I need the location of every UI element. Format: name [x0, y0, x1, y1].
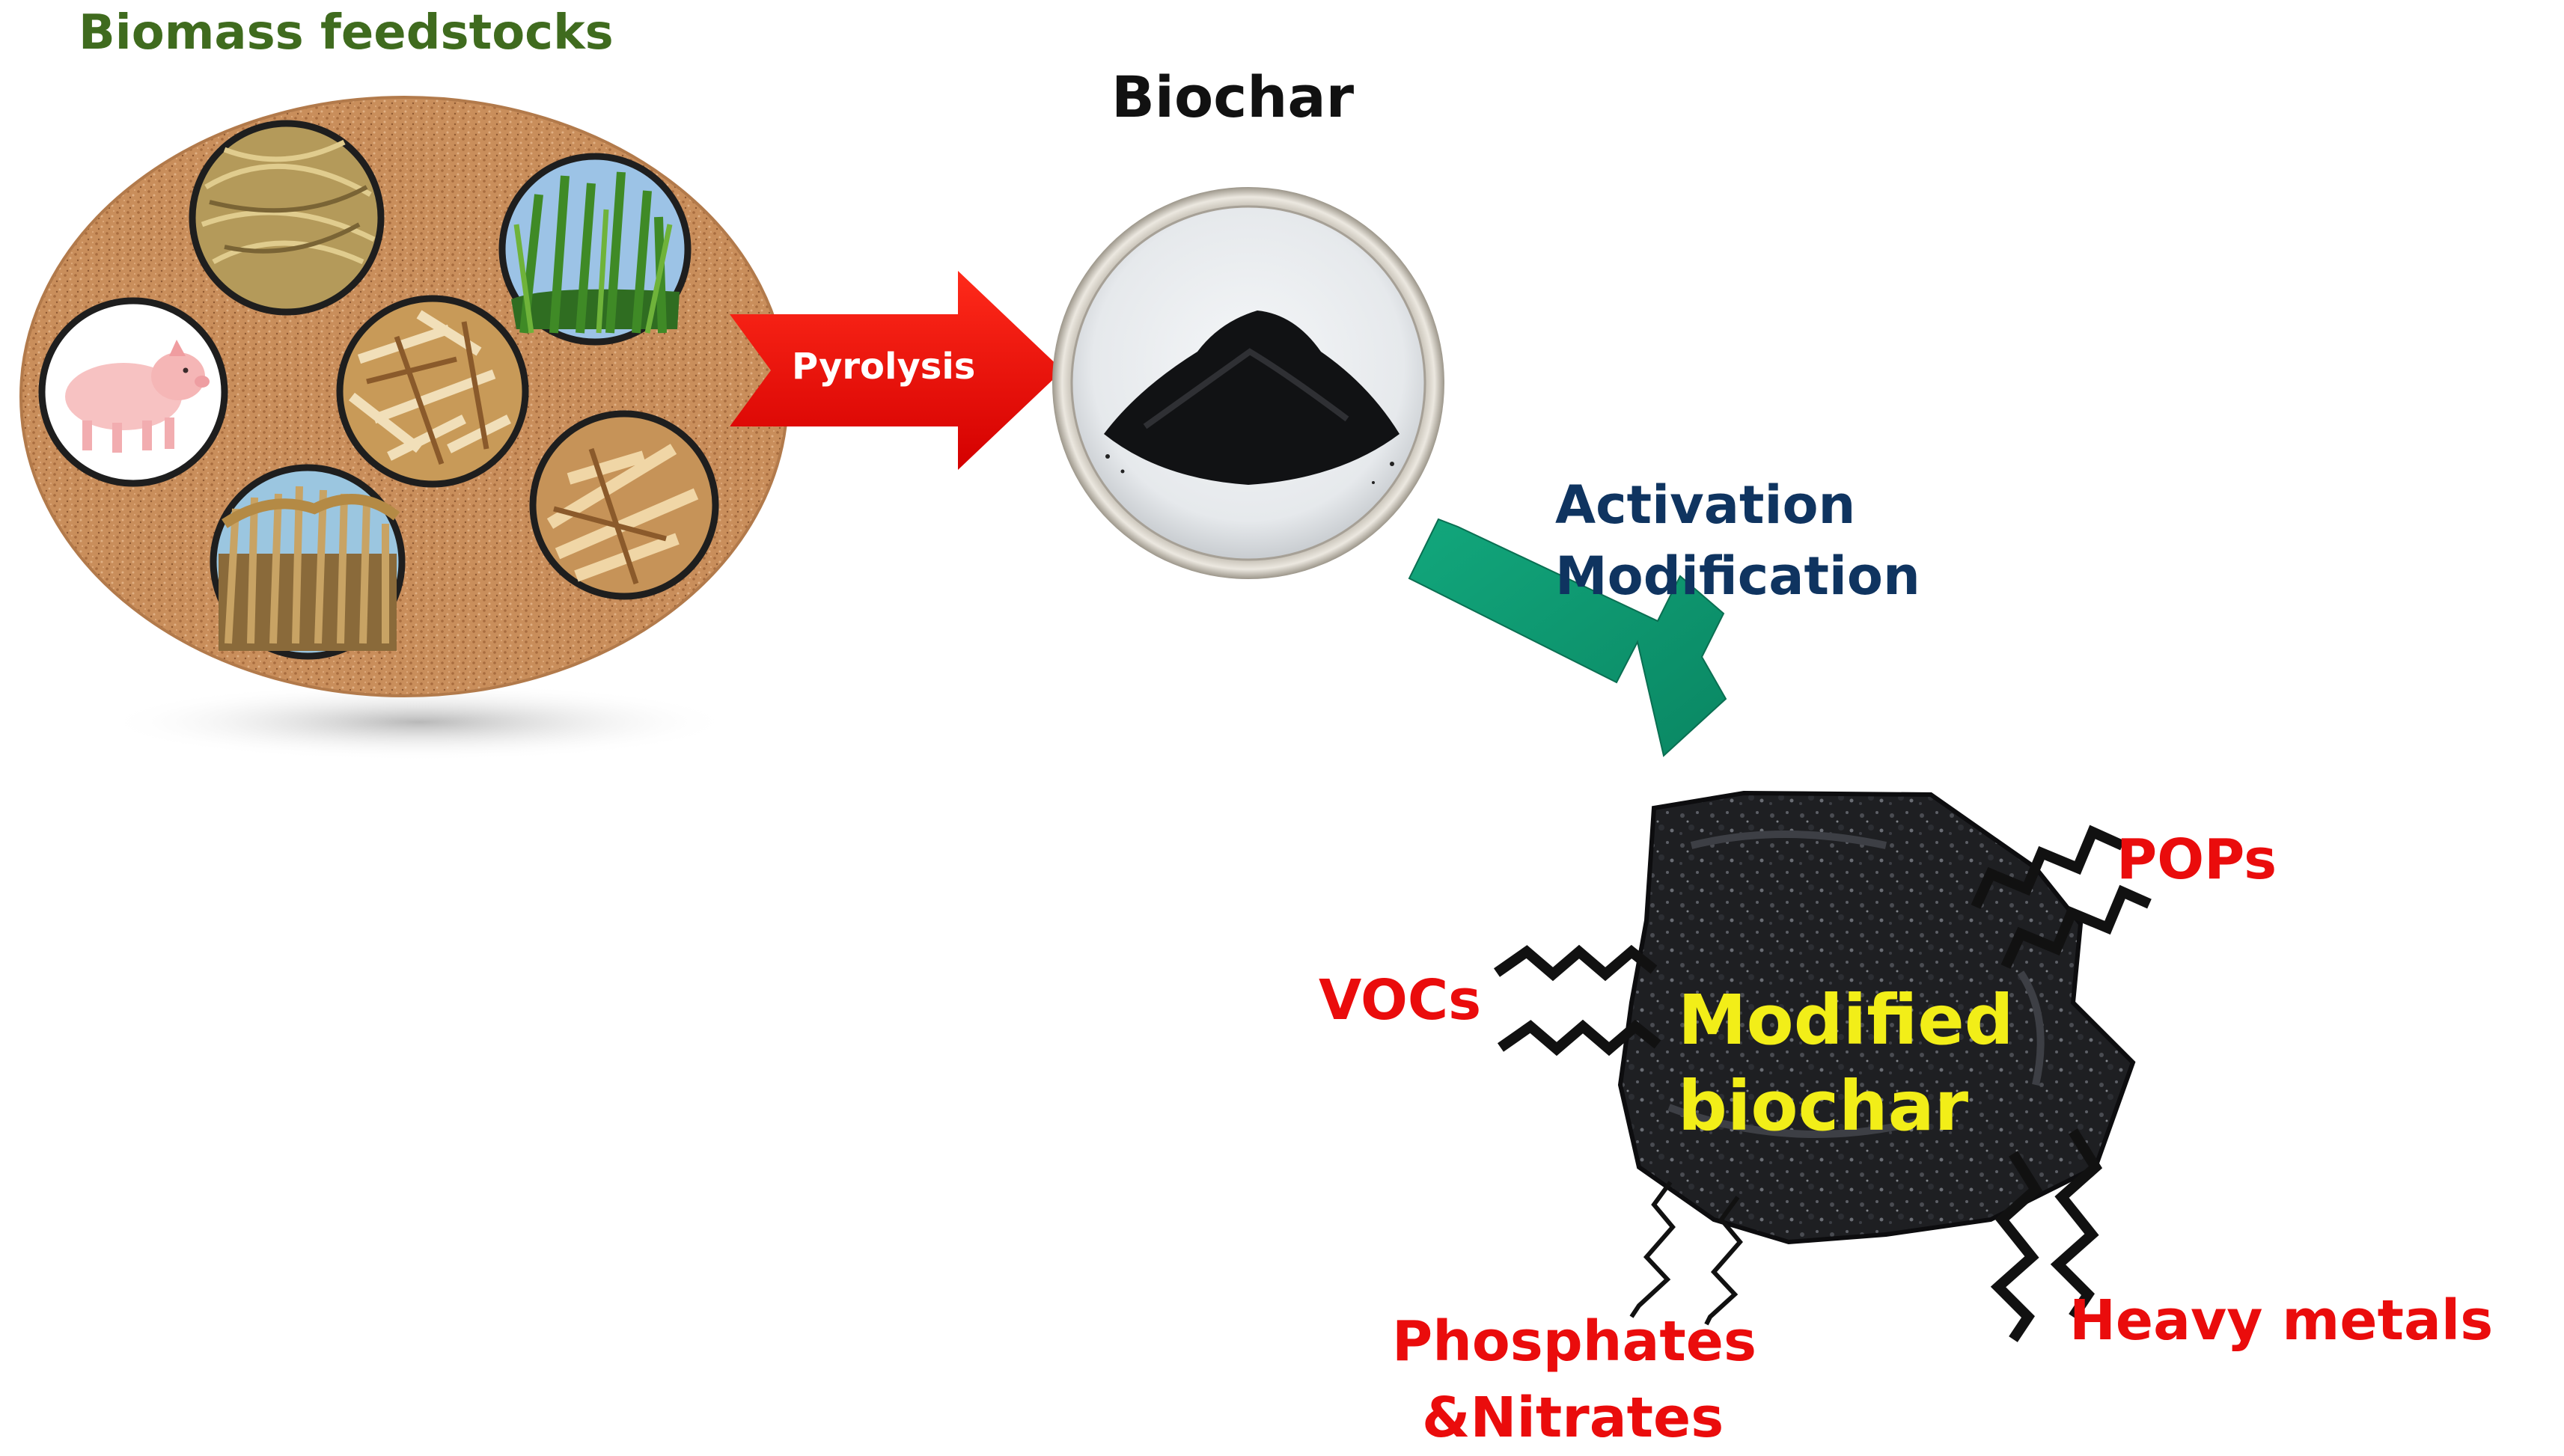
- pyrolysis-arrow: [730, 271, 1063, 470]
- grass-photo-icon: [498, 153, 692, 346]
- modified-biochar-line2: biochar: [1678, 1066, 1969, 1146]
- reed-photo-icon: [210, 464, 406, 660]
- biochar-title: Biochar: [1111, 64, 1355, 130]
- phosphates-nitrates-label: Phosphates &Nitrates: [1392, 1303, 1756, 1456]
- vocs-label: VOCs: [1319, 968, 1482, 1033]
- activation-label: Activation: [1555, 474, 1856, 536]
- pyrolysis-label: Pyrolysis: [792, 346, 976, 388]
- biomass-feedstocks-title: Biomass feedstocks: [79, 5, 614, 61]
- modification-label: Modification: [1555, 545, 1920, 608]
- biochar-powder-icon: [1052, 187, 1444, 579]
- phosphates-label: Phosphates: [1392, 1309, 1756, 1374]
- heavy-metals-label: Heavy metals: [2069, 1288, 2494, 1353]
- heavy-metals-bond-zigzag: [1990, 1128, 2103, 1342]
- phosphates-bond-zigzag: [1629, 1181, 1743, 1326]
- activation-modification-label: Activation Modification: [1555, 470, 1920, 612]
- biochar-rock-icon: [1617, 790, 2136, 1245]
- pops-bond-zigzag: [1971, 825, 2152, 969]
- pig-photo-icon: [38, 297, 228, 487]
- bamboo-photo-icon: [529, 410, 719, 600]
- vocs-bond-zigzag: [1493, 944, 1661, 1056]
- nitrates-label: &Nitrates: [1422, 1386, 1724, 1451]
- pops-label: POPs: [2116, 828, 2277, 892]
- modified-biochar-line1: Modified: [1678, 980, 2014, 1060]
- modified-biochar-label: Modified biochar: [1678, 977, 2014, 1149]
- straw-photo-icon: [189, 120, 385, 316]
- activation-arrow: [1408, 518, 1727, 757]
- wood-chips-photo-icon: [336, 295, 529, 488]
